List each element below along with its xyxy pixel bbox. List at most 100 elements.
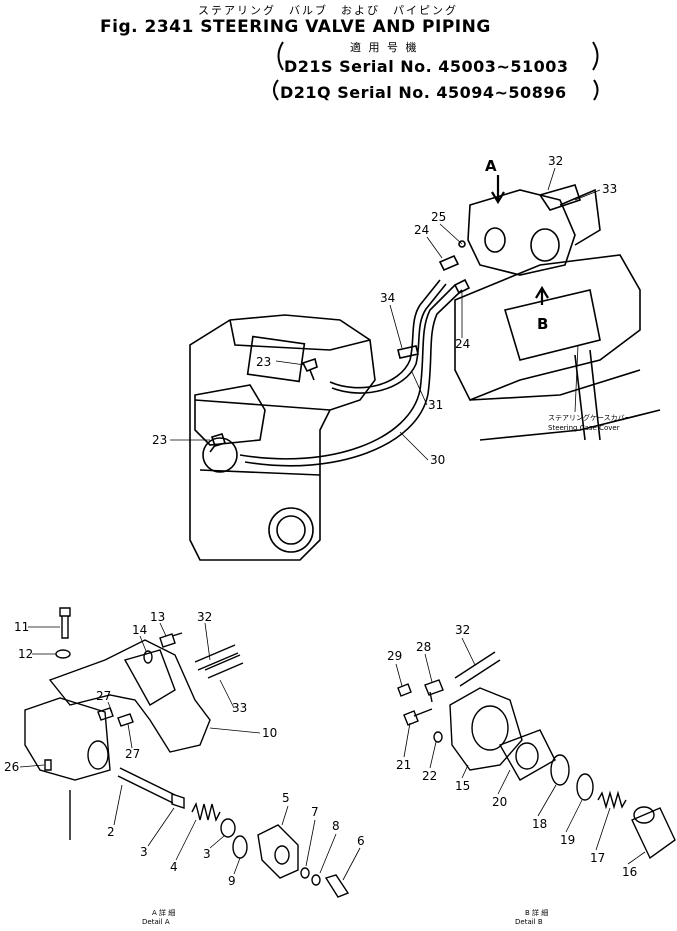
detail-b	[397, 651, 676, 860]
pipe-31	[329, 279, 441, 389]
pipe-30-inner	[244, 289, 463, 467]
part-13-bolt	[159, 632, 183, 648]
detail-b-callouts: 32 28 29 21 22 15 20 18 19 17 16 B 詳 細 D…	[387, 623, 637, 926]
figure-title: Fig. 2341 STEERING VALVE AND PIPING	[100, 17, 491, 37]
steering-case-cover	[454, 254, 641, 402]
part-8-washer	[311, 874, 321, 886]
part-20-gasket	[498, 729, 556, 781]
callout-25: 25	[431, 210, 446, 224]
part-9-o-ring	[232, 835, 248, 859]
serial-range-d21q: D21Q Serial No. 45094~50896	[280, 83, 567, 102]
part-32-tube	[194, 644, 239, 671]
callout-a-2: 2	[107, 825, 115, 839]
part-21-bolt	[403, 708, 433, 726]
serial-range-d21s: D21S Serial No. 45003~51003	[284, 57, 569, 76]
part-6-bolt	[324, 874, 350, 898]
case-top-ridge	[229, 319, 371, 351]
callout-a-11: 11	[14, 620, 29, 634]
cap-end-b	[633, 806, 655, 824]
part-19-o-ring	[576, 773, 594, 801]
part-26-plug	[44, 759, 52, 771]
detail-b-leaders	[395, 637, 646, 865]
valve-bore-a	[87, 740, 109, 770]
callout-a-33: 33	[232, 701, 247, 715]
fitting-24-upper	[438, 254, 460, 272]
gasket-hole	[515, 742, 539, 770]
cover-label-english: Steering Case Cover	[548, 424, 620, 432]
callout-b-18: 18	[532, 817, 547, 831]
callout-b-16: 16	[622, 865, 637, 879]
callout-23-lower: 23	[152, 433, 167, 447]
case-bore-left	[202, 437, 238, 473]
case-valve-block	[194, 384, 266, 446]
pipe-30	[239, 284, 456, 460]
callout-b-20: 20	[492, 795, 507, 809]
detail-a-japanese: A 詳 細	[152, 908, 175, 917]
title-japanese: ステアリング バルブ および パイピング	[198, 3, 458, 17]
bracket-left-1	[277, 41, 284, 71]
valve-body-a	[24, 697, 111, 781]
callout-24-lower: 24	[455, 337, 470, 351]
header: ステアリング バルブ および パイピング Fig. 2341 STEERING …	[100, 3, 599, 102]
part-3-nut	[171, 793, 185, 809]
callout-b-21: 21	[396, 758, 411, 772]
callout-b-32: 32	[455, 623, 470, 637]
callout-a-10: 10	[262, 726, 277, 740]
bracket-right-1	[592, 41, 599, 71]
main-callouts: A B 32 33 25 24 34 24 23 31 23 30 ステアリング…	[152, 154, 632, 467]
case-port-inner	[276, 515, 306, 545]
callout-a-9: 9	[228, 874, 236, 888]
part-28-elbow	[424, 679, 444, 703]
part-3-nut-lower	[220, 818, 236, 838]
part-2-spool	[117, 767, 176, 804]
case-port-lower	[268, 507, 314, 553]
callout-a-4: 4	[170, 860, 178, 874]
seal-25	[458, 240, 466, 248]
valve-port-right	[530, 228, 560, 262]
callout-a-14: 14	[132, 623, 147, 637]
callout-a-3-upper: 3	[140, 845, 148, 859]
callout-a-7: 7	[311, 805, 319, 819]
part-10-bracket	[48, 639, 211, 753]
callout-a-5: 5	[282, 791, 290, 805]
detail-b-english: Detail B	[515, 918, 543, 926]
cover-label-japanese: ステアリングケースカバー	[548, 413, 632, 422]
part-7-o-ring	[300, 867, 310, 879]
part-14-washer	[143, 650, 153, 664]
callout-b-15: 15	[455, 779, 470, 793]
detail-a	[24, 607, 350, 898]
elbow-fitting-lower	[209, 433, 227, 453]
cap-hole	[274, 845, 290, 865]
view-arrow-b-label: B	[537, 315, 548, 333]
frame-rail-right	[469, 369, 661, 441]
arrow-a-icon	[491, 175, 505, 205]
part-15-body	[449, 687, 523, 771]
callout-a-26: 26	[4, 760, 19, 774]
steering-valve-body	[467, 189, 576, 276]
part-33-tube	[204, 654, 244, 679]
callout-33-main: 33	[602, 182, 617, 196]
callout-31: 31	[428, 398, 443, 412]
callout-b-19: 19	[560, 833, 575, 847]
main-assembly	[189, 175, 661, 561]
case-mount-pad	[246, 335, 306, 383]
callout-b-22: 22	[422, 769, 437, 783]
main-leaders	[170, 167, 601, 461]
callout-23-upper: 23	[256, 355, 271, 369]
cover-plate	[503, 289, 601, 361]
callout-a-6: 6	[357, 834, 365, 848]
callout-b-29: 29	[387, 649, 402, 663]
arrow-b-icon	[535, 285, 549, 305]
part-27-fitting-lower	[117, 713, 134, 727]
part-17-spring	[597, 790, 627, 810]
view-arrow-a-label: A	[485, 157, 497, 175]
callout-34: 34	[380, 291, 395, 305]
part-5-cap	[257, 824, 299, 879]
part-16-cap	[631, 807, 676, 860]
callout-a-12: 12	[18, 647, 33, 661]
callout-b-17: 17	[590, 851, 605, 865]
callout-32-main: 32	[548, 154, 563, 168]
callout-a-32: 32	[197, 610, 212, 624]
pipe-31-inner	[331, 283, 447, 394]
callout-b-28: 28	[416, 640, 431, 654]
